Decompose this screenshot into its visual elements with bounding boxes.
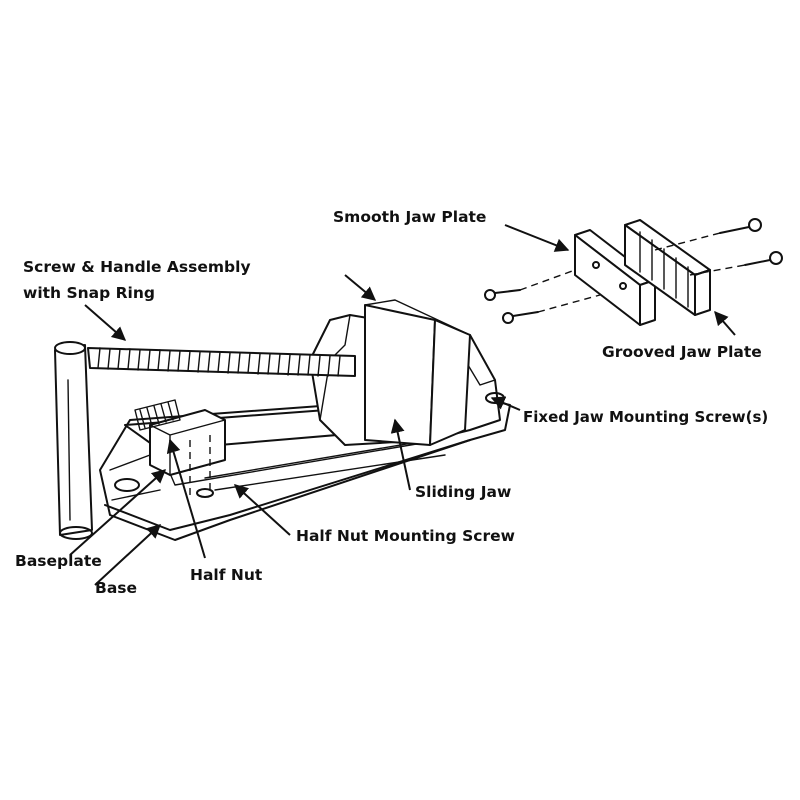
label-smooth-jaw-plate: Smooth Jaw Plate <box>333 208 486 226</box>
grooved-jaw-plate-illustration <box>624 219 711 316</box>
label-screw-handle-line1: Screw & Handle Assembly <box>23 258 251 276</box>
label-baseplate: Baseplate <box>15 552 102 570</box>
jaw-plate-screw-upper-right-icon <box>719 218 762 234</box>
label-screw-handle-line2: with Snap Ring <box>23 284 155 302</box>
label-base: Base <box>95 579 137 597</box>
jaw-indicator-arrow <box>344 274 377 301</box>
label-half-nut: Half Nut <box>190 566 263 584</box>
screw-handle-illustration <box>54 341 356 540</box>
jaw-plate-screw-upper-left-icon <box>484 289 521 301</box>
sliding-jaw-illustration <box>364 299 471 446</box>
leader-lines <box>69 224 736 586</box>
label-half-nut-mounting-screw: Half Nut Mounting Screw <box>296 527 515 545</box>
jaw-plate-screw-lower-right-icon <box>744 251 783 266</box>
label-fixed-jaw-mounting-screws: Fixed Jaw Mounting Screw(s) <box>523 408 768 426</box>
label-grooved-jaw-plate: Grooved Jaw Plate <box>602 343 762 361</box>
label-sliding-jaw: Sliding Jaw <box>415 483 511 501</box>
half-nut-illustration <box>134 399 226 500</box>
jaw-plate-screw-lower-left-icon <box>502 311 539 324</box>
